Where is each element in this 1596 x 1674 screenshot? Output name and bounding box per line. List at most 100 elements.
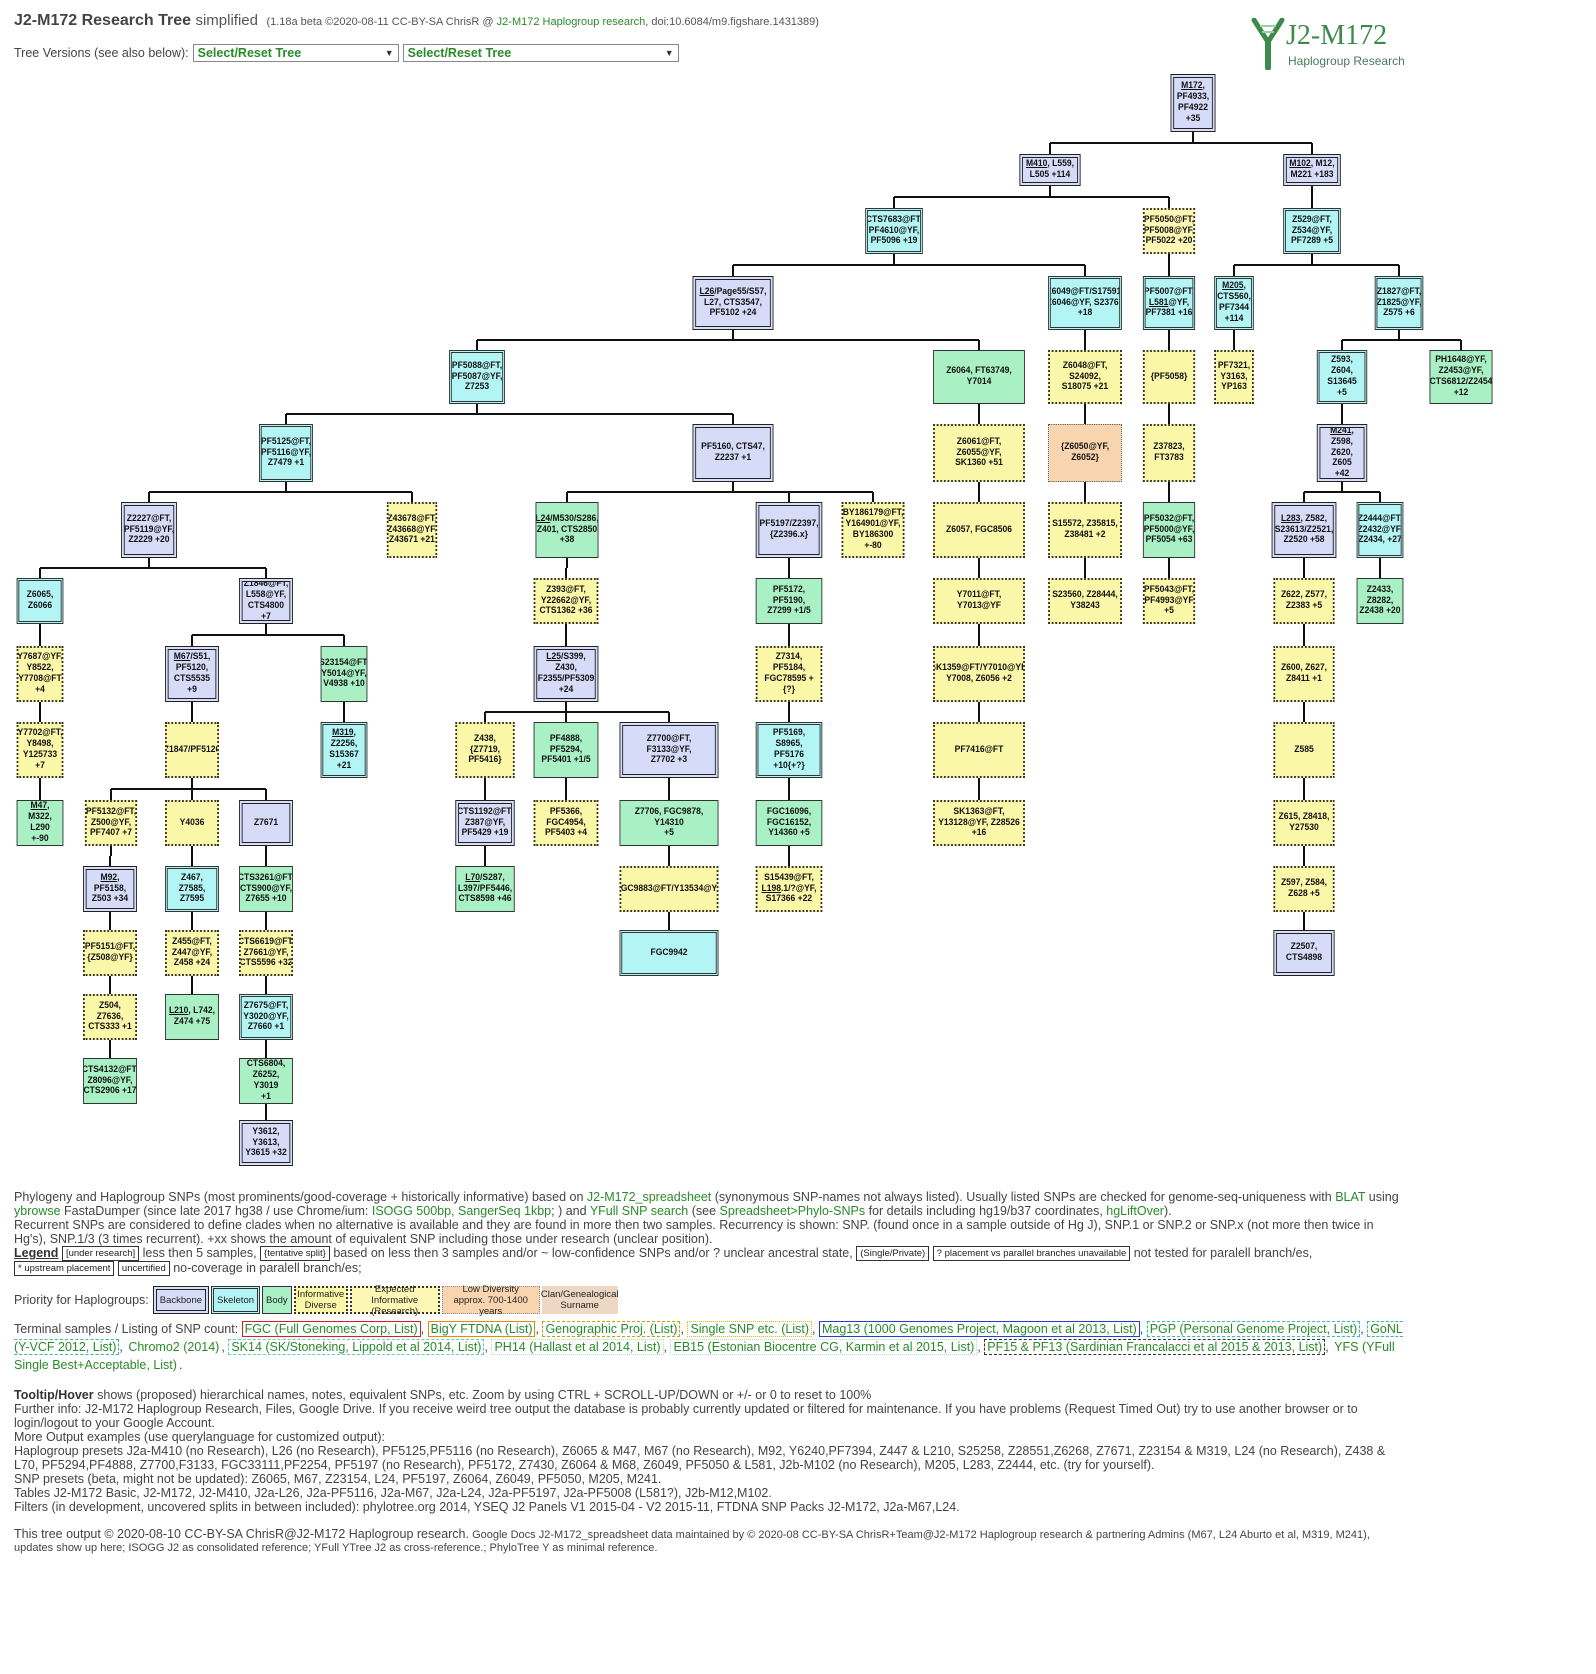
terminal-sample-link[interactable]: Chromo2 (2014) [128, 1340, 220, 1354]
snp-link[interactable]: L283 [1280, 512, 1301, 524]
tree-node-fgc9883[interactable]: FGC9883@FT/Y13534@YF [619, 866, 719, 912]
logo[interactable]: J2-M172 Haplogroup Research [1250, 18, 1410, 70]
isogg-link[interactable]: ISOGG 500bp, SangerSeq 1kbp [371, 1204, 552, 1218]
tree-node-y7687[interactable]: Y7687@YF,Y8522,Y7708@FT+4 [16, 646, 64, 702]
tree-node-fgc16096[interactable]: FGC16096,FGC16152,Y14360 +5 [755, 800, 823, 846]
tree-node-sk1363[interactable]: SK1363@FT,Y13128@YF, Z28526+16 [933, 800, 1025, 846]
tree-node-y4036[interactable]: Y4036 [165, 800, 219, 846]
spreadsheet-link[interactable]: J2-M172_spreadsheet [586, 1190, 712, 1204]
tree-node-cts7683[interactable]: CTS7683@FT,PF4610@YF,PF5096 +19 [865, 208, 923, 254]
blat-link[interactable]: BLAT [1335, 1190, 1366, 1204]
tree-node-pf5125[interactable]: PF5125@FT,PF5116@YF,Z7479 +1 [259, 424, 313, 482]
terminal-sample-link[interactable]: FGC (Full Genomes Corp, List) [241, 1321, 421, 1337]
tree-node-ph1648[interactable]: PH1648@YF,Z2453@YF,CTS6812/Z2454+12 [1429, 350, 1493, 404]
tree-node-cts4132[interactable]: CTS4132@FT,Z8096@YF,CTS2906 +17 [83, 1058, 137, 1104]
yfull-snp-link[interactable]: YFull SNP search [589, 1204, 689, 1218]
tree-node-s15439[interactable]: S15439@FT,L198.1/?@YF,S17366 +22 [755, 866, 823, 912]
tree-node-z467[interactable]: Z467, Z7585,Z7595 [165, 866, 219, 912]
tree-node-pf5132[interactable]: PF5132@FT,Z500@YF,PF7407 +7 [84, 800, 138, 846]
terminal-sample-link[interactable]: Mag13 (1000 Genomes Project, Magoon et a… [818, 1321, 1140, 1337]
tree-node-z438[interactable]: Z438, {Z7719,PF5416} [455, 722, 515, 778]
ybrowse-link[interactable]: ybrowse [14, 1204, 61, 1218]
snp-link[interactable]: M410 [1025, 158, 1048, 170]
terminal-sample-link[interactable]: BigY FTDNA (List) [427, 1321, 536, 1337]
tree-node-cts6619[interactable]: CTS6619@FT,Z7661@YF,CTS5596 +32 [239, 930, 293, 976]
tree-node-z6048[interactable]: Z6048@FT, S24092,S18075 +21 [1048, 350, 1122, 404]
snp-link[interactable]: L198 [761, 882, 782, 894]
tree-node-y7702[interactable]: Y7702@FT,Y8498,Y125733 +7 [16, 722, 64, 778]
snp-link[interactable]: M241 [1330, 424, 1352, 436]
tree-node-z585[interactable]: Z585 [1273, 722, 1335, 778]
tree-node-z1847[interactable]: Z1847/PF5126 [165, 722, 219, 778]
tree-node-fgc9942[interactable]: FGC9942 [619, 930, 719, 976]
terminal-sample-link[interactable]: Single SNP etc. (List) [687, 1321, 813, 1337]
terminal-sample-link[interactable]: GoNL (Y-VCF 2012, List) [14, 1321, 1403, 1355]
terminal-sample-link[interactable]: YFS (YFull Single Best+Acceptable, List) [14, 1340, 1395, 1372]
tree-node-l25[interactable]: L25/S399,Z430,F2355/PF5309+24 [533, 646, 599, 702]
tree-node-by186179[interactable]: BY186179@FT,Y164901@YF,BY186300+-80 [841, 502, 905, 558]
terminal-sample-link[interactable]: Genographic Proj. (List) [542, 1321, 681, 1337]
tree-node-l210[interactable]: L210, L742,Z474 +75 [165, 994, 219, 1040]
tree-node-y3612[interactable]: Y3612,Y3613,Y3615 +32 [239, 1120, 293, 1166]
tree-node-z7700[interactable]: Z7700@FT, F3133@YF,Z7702 +3 [619, 722, 719, 778]
snp-link[interactable]: M102 [1289, 158, 1311, 170]
tree-node-z6064[interactable]: Z6064, FT63749, Y7014 [933, 350, 1025, 404]
tree-node-z1846[interactable]: Z1846@FT,L558@YF,CTS4800 +7 [239, 578, 293, 624]
snp-link[interactable]: M205 [1222, 280, 1244, 292]
tree-node-z7671[interactable]: Z7671 [239, 800, 293, 846]
phylo-snps-link[interactable]: Spreadsheet>Phylo-SNPs [719, 1204, 866, 1218]
snp-link[interactable]: L581 [1148, 296, 1169, 308]
tree-node-cts1192[interactable]: CTS1192@FT,Z387@YF,PF5429 +19 [455, 800, 515, 846]
tree-node-z6065[interactable]: Z6065,Z6066 [16, 578, 64, 624]
tree-node-z2507[interactable]: Z2507,CTS4898 [1273, 930, 1335, 976]
terminal-sample-link[interactable]: SK14 (SK/Stoneking, Lippold et al 2014, … [228, 1339, 485, 1355]
tree-node-z529[interactable]: Z529@FT,Z534@YF,PF7289 +5 [1283, 208, 1341, 254]
tree-node-pf5172[interactable]: PF5172, PF5190,Z7299 +1/5 [755, 578, 823, 624]
tree-node-m410[interactable]: M410, L559,L505 +114 [1019, 154, 1081, 186]
snp-link[interactable]: M172 [1181, 80, 1203, 92]
hgliftover-link[interactable]: hgLiftOver [1106, 1204, 1164, 1218]
tree-node-z455[interactable]: Z455@FT,Z447@YF,Z458 +24 [165, 930, 219, 976]
tree-node-z43678[interactable]: Z43678@FT,Z43668@YF,Z43671 +21 [386, 502, 438, 558]
tree-node-z6057[interactable]: Z6057, FGC8506 [933, 502, 1025, 558]
tree-node-pf5032[interactable]: PF5032@FT,PF5000@YF,PF5054 +63 [1142, 502, 1196, 558]
tree-node-z1827[interactable]: Z1827@FT,Z1825@YF,Z575 +6 [1374, 276, 1424, 330]
tree-node-y7011[interactable]: Y7011@FT, Y7013@YF [933, 578, 1025, 624]
terminal-sample-link[interactable]: PF15 & PF13 (Sardinian Francalacci et al… [984, 1339, 1326, 1355]
tree-node-z2504[interactable]: Z504, Z7636,CTS333 +1 [83, 994, 137, 1040]
terminal-sample-link[interactable]: PH14 (Hallast et al 2014, List) [491, 1339, 664, 1355]
tree-node-z6050[interactable]: {Z6050@YF, Z6052} [1048, 424, 1122, 482]
tree-node-l26[interactable]: L26/Page55/S57,L27, CTS3547,PF5102 +24 [692, 276, 774, 330]
tree-node-pf5160[interactable]: PF5160, CTS47,Z2237 +1 [692, 424, 774, 482]
tree-node-m67[interactable]: M67/S51,PF5120,CTS5535 +9 [165, 646, 219, 702]
tree-node-pf5058[interactable]: {PF5058} [1142, 350, 1196, 404]
tree-node-z2227[interactable]: Z2227@FT,PF5119@YF,Z2229 +20 [121, 502, 177, 558]
snp-link[interactable]: M319 [332, 727, 354, 739]
tree-node-s23560[interactable]: S23560, Z28444,Y38243 [1048, 578, 1122, 624]
tree-node-z37823[interactable]: Z37823,FT3783 [1142, 424, 1196, 482]
snp-link[interactable]: L210 [168, 1005, 189, 1017]
tree-node-pf5050[interactable]: PF5050@FT,PF5008@YF,PF5022 +20 [1142, 208, 1196, 254]
tree-node-m205[interactable]: M205,CTS560,PF7344+114 [1214, 276, 1254, 330]
tree-node-pf5197[interactable]: PF5197/Z2397,{Z2396.x} [755, 502, 823, 558]
tree-node-z6049[interactable]: Z6049@FT/S17591,Z6046@YF, S23761+18 [1048, 276, 1122, 330]
snp-link[interactable]: M67 [173, 651, 191, 663]
tree-select-2[interactable]: Select/Reset Tree▼ [402, 44, 679, 62]
tree-node-z6061[interactable]: Z6061@FT, Z6055@YF,SK1360 +51 [933, 424, 1025, 482]
terminal-sample-link[interactable]: EB15 (Estonian Biocentre CG, Karmin et a… [670, 1339, 978, 1355]
tree-node-pf5043[interactable]: PF5043@FT,PF4993@YF+5 [1142, 578, 1196, 624]
tree-node-s23154[interactable]: S23154@FT,Y5014@YF,V4938 +10 [320, 646, 368, 702]
tree-node-m92[interactable]: M92,PF5158,Z503 +34 [83, 866, 137, 912]
snp-link[interactable]: L24 [535, 512, 551, 524]
tree-select-1[interactable]: Select/Reset Tree▼ [192, 44, 399, 62]
tree-node-m102[interactable]: M102, M12,M221 +183 [1283, 154, 1341, 186]
tree-node-z600[interactable]: Z600, Z627,Z8411 +1 [1273, 646, 1335, 702]
tree-node-pf4888[interactable]: PF4888, PF5294,PF5401 +1/5 [533, 722, 599, 778]
tree-node-pf5151[interactable]: PF5151@FT,{Z508@YF} [83, 930, 137, 976]
snp-link[interactable]: M47 [30, 800, 48, 812]
snp-link[interactable]: M92 [100, 871, 118, 883]
tree-node-m319[interactable]: M319,Z2256,S15367+21 [320, 722, 368, 778]
terminal-sample-link[interactable]: PGP (Personal Genome Project, List) [1146, 1321, 1361, 1337]
snp-link[interactable]: L25 [546, 651, 562, 663]
tree-node-z7675[interactable]: Z7675@FT,Y3020@YF,Z7660 +1 [239, 994, 293, 1040]
